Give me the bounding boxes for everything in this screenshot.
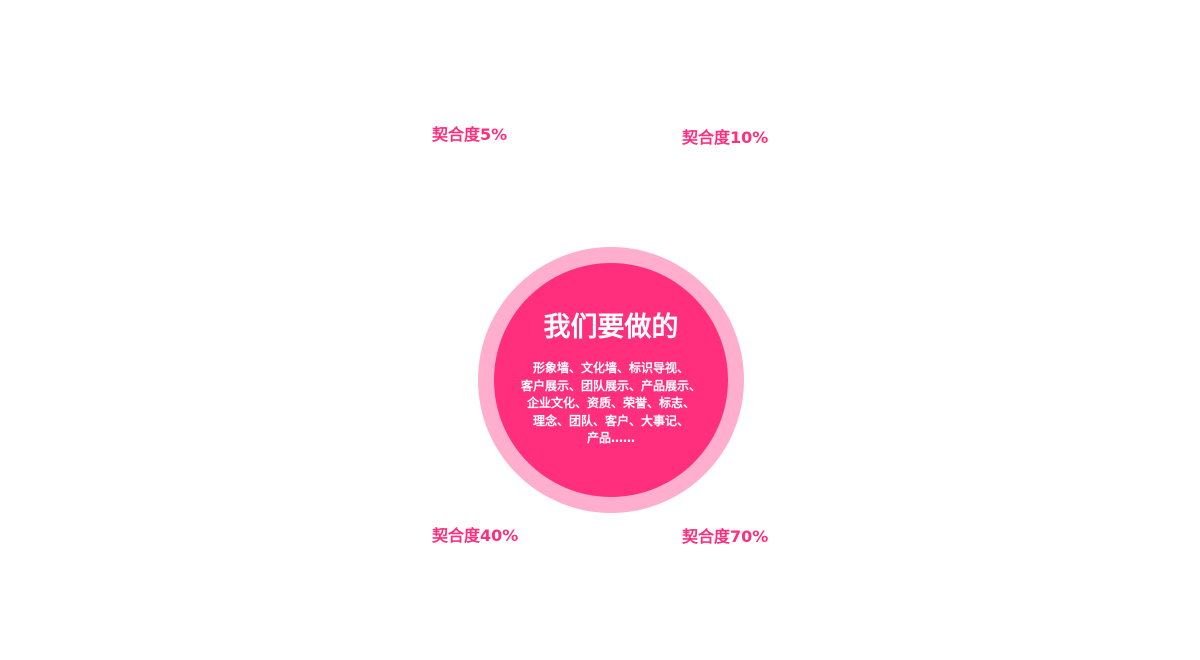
center-description-line: 客户展示、团队展示、产品展示、 [520, 378, 701, 393]
fit-label-bottom-right: 契合度70% [682, 527, 769, 546]
center-circle [494, 263, 728, 497]
center-description-line: 企业文化、资质、荣誉、标志、 [526, 396, 695, 410]
center-description-line: 理念、团队、客户、大事记、 [532, 413, 689, 428]
center-title: 我们要做的 [543, 312, 679, 343]
center-description: 形象墙、文化墙、标识导视、 客户展示、团队展示、产品展示、 企业文化、资质、荣誉… [514, 360, 708, 448]
center-description-line: 形象墙、文化墙、标识导视、 [532, 361, 689, 375]
fit-label-top-left: 契合度5% [432, 125, 508, 144]
fit-label-top-right: 契合度10% [682, 128, 769, 147]
fit-label-bottom-left: 契合度40% [432, 526, 519, 545]
center-description-line: 产品…… [586, 431, 635, 445]
